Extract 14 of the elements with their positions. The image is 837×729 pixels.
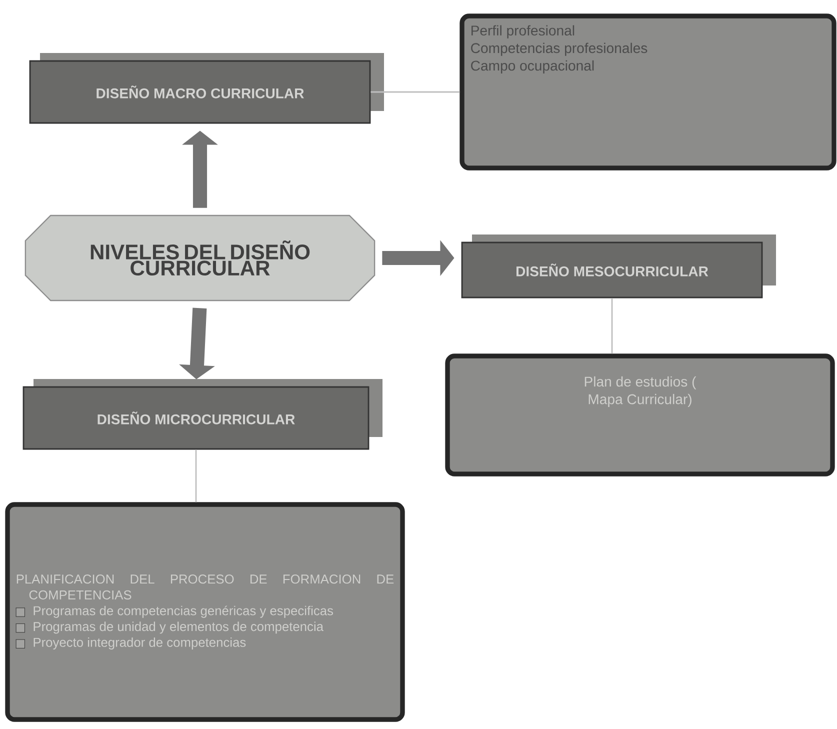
content-box: Plan de estudios ( Mapa Curricular) (445, 354, 835, 476)
connector-line (611, 298, 613, 354)
title-plaque: NIVELES DEL DISEÑO CURRICULAR (24, 214, 376, 302)
content-box (5, 502, 405, 722)
process-box: DISEÑO MICROCURRICULAR (22, 379, 382, 450)
process-box: DISEÑO MESOCURRICULAR (461, 234, 776, 298)
list-item: Proyecto integrador de competencias (34, 637, 246, 650)
process-box: DISEÑO MACRO CURRICULAR (29, 53, 384, 124)
list-item: Programas de competencias genéricas y especificas (34, 606, 334, 618)
list-heading: PLANIFICACION DEL PROCESO DE FORMACION DE COMPETENCIAS (16, 574, 394, 600)
list-item: Programas de unidad y elementos de competencia (34, 622, 324, 634)
connector-line (195, 450, 197, 502)
content-box: Perfil profesional Competencias profesionales Campo ocupacional (460, 14, 836, 170)
connector-line (370, 91, 460, 93)
